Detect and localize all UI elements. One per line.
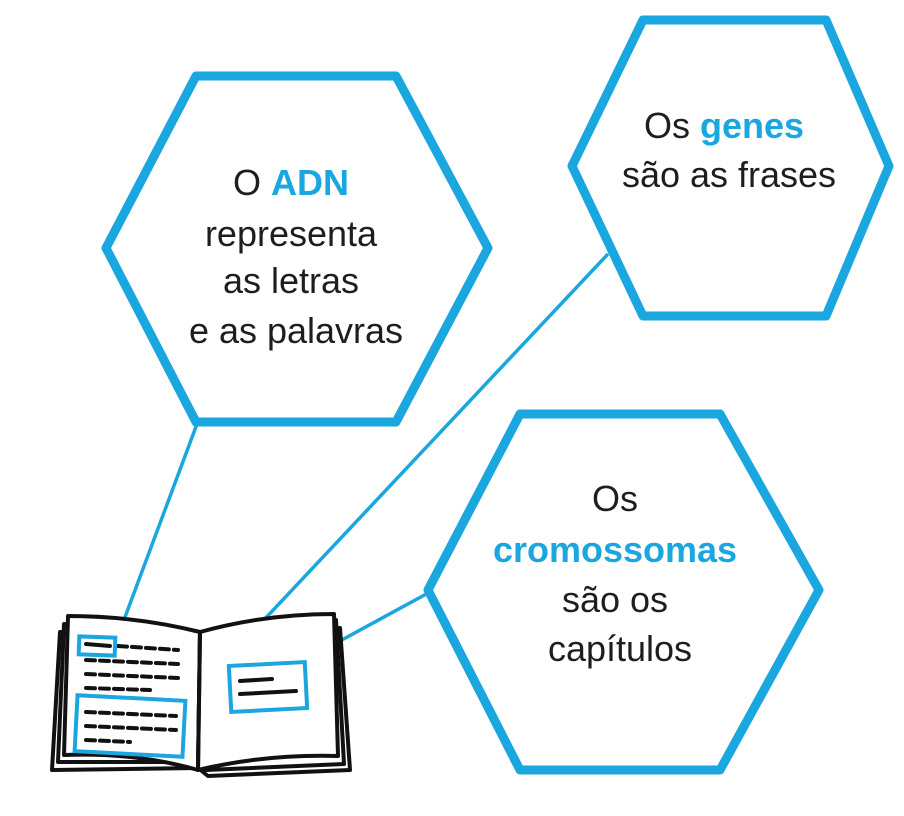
- book-left-text-lines: [84, 642, 180, 744]
- hexagon-chromosomes-shape: [423, 409, 824, 775]
- hexagon-genes-text: Os genes são as frases: [622, 105, 836, 195]
- text-line: [238, 677, 274, 683]
- text-line: [238, 689, 298, 696]
- genes-accent-word: genes: [700, 105, 804, 146]
- text-line: [116, 644, 180, 652]
- dna-line2: representa: [205, 213, 378, 254]
- text-line: [84, 724, 178, 732]
- hexagon-chromosomes: Os cromossomas são os capítulos: [423, 409, 824, 775]
- open-book-icon: [50, 612, 352, 778]
- hexagon-dna-shape: [101, 71, 493, 427]
- chromosomes-line3: são os: [562, 579, 668, 620]
- book-left-page: [62, 614, 202, 772]
- dna-line3: as letras: [223, 260, 359, 301]
- dna-line1: O ADN: [233, 162, 349, 203]
- chromosomes-line4: capítulos: [548, 628, 692, 669]
- hexagon-genes: Os genes são as frases: [567, 15, 894, 321]
- hexagon-dna-text: O ADN representa as letras e as palavras: [189, 162, 403, 351]
- dna-accent-word: ADN: [271, 162, 349, 203]
- chromosomes-line1: Os: [592, 478, 638, 519]
- chromosomes-accent-word: cromossomas: [493, 529, 737, 570]
- text-line: [84, 738, 132, 744]
- hexagon-genes-shape: [567, 15, 894, 321]
- genes-line1: Os genes: [644, 105, 804, 146]
- text-line: [84, 658, 180, 666]
- highlight-chapter-box: [226, 659, 310, 715]
- connector-dna: [110, 422, 199, 654]
- hexagon-chromosomes-text: Os cromossomas são os capítulos: [493, 478, 747, 669]
- text-line: [84, 642, 112, 648]
- hexagon-dna: O ADN representa as letras e as palavras: [101, 71, 493, 427]
- dna-line4: e as palavras: [189, 310, 403, 351]
- book-spine: [196, 631, 202, 771]
- highlight-sentence-box: [72, 693, 188, 759]
- text-line: [84, 686, 152, 692]
- text-line: [84, 672, 180, 680]
- book-right-text-lines: [238, 677, 298, 696]
- text-line: [84, 710, 178, 718]
- genes-line2: são as frases: [622, 154, 836, 195]
- highlight-letters-box: [76, 634, 118, 658]
